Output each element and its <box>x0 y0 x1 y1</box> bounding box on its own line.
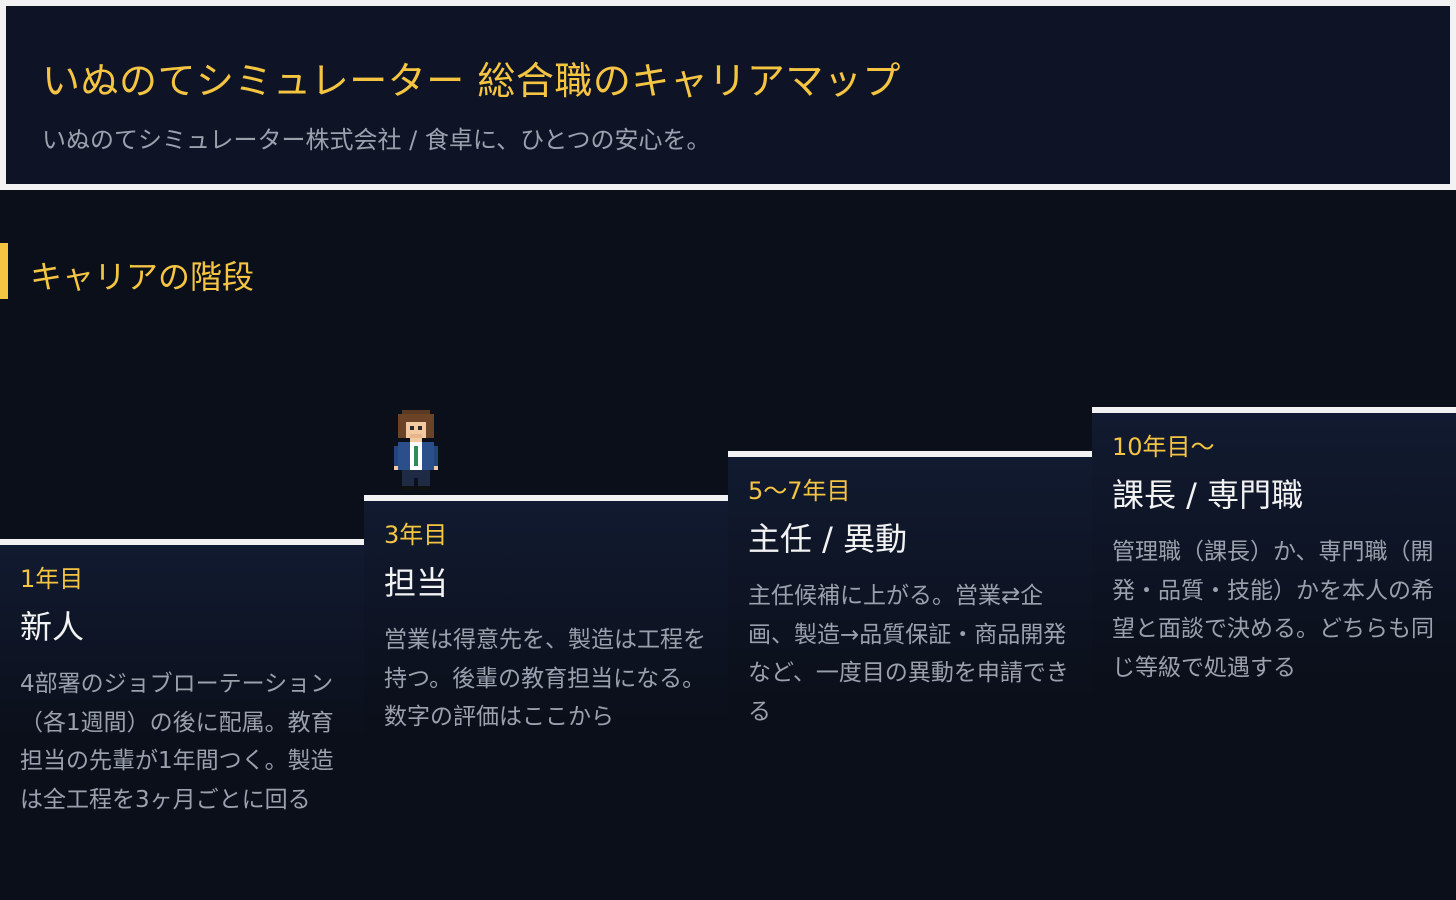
page-title: いぬのてシミュレーター 総合職のキャリアマップ <box>42 59 901 103</box>
step-description: 営業は得意先を、製造は工程を持つ。後輩の教育担当になる。数字の評価はここから <box>384 627 706 730</box>
step-role: 主任 / 異動 <box>748 520 908 558</box>
career-step-2: 3年目 担当 営業は得意先を、製造は工程を持つ。後輩の教育担当になる。数字の評価… <box>364 495 728 900</box>
step-year: 3年目 <box>384 521 448 549</box>
career-step-3: 5〜7年目 主任 / 異動 主任候補に上がる。営業⇄企画、製造→品質保証・商品開… <box>728 451 1092 900</box>
step-role: 課長 / 専門職 <box>1112 476 1304 514</box>
step-year: 5〜7年目 <box>748 477 851 505</box>
step-role: 新人 <box>20 608 85 646</box>
career-step-1: 1年目 新人 4部署のジョブローテーション（各1週間）の後に配属。教育担当の先輩… <box>0 539 364 900</box>
step-year: 10年目〜 <box>1112 433 1215 461</box>
step-year: 1年目 <box>20 565 84 593</box>
step-description: 管理職（課長）か、専門職（開発・品質・技能）かを本人の希望と面談で決める。どちら… <box>1112 539 1434 681</box>
step-description: 主任候補に上がる。営業⇄企画、製造→品質保証・商品開発など、一度目の異動を申請で… <box>748 583 1069 725</box>
section-accent-bar <box>0 243 8 299</box>
page-subtitle: いぬのてシミュレーター株式会社 / 食卓に、ひとつの安心を。 <box>42 126 711 154</box>
step-role: 担当 <box>384 564 449 602</box>
step-description: 4部署のジョブローテーション（各1週間）の後に配属。教育担当の先輩が1年間つく。… <box>20 671 334 813</box>
career-step-4: 10年目〜 課長 / 専門職 管理職（課長）か、専門職（開発・品質・技能）かを本… <box>1092 407 1456 900</box>
section-title: キャリアの階段 <box>30 258 255 296</box>
page-header: いぬのてシミュレーター 総合職のキャリアマップ いぬのてシミュレーター株式会社 … <box>0 0 1456 190</box>
pixel-employee-icon <box>394 410 438 490</box>
